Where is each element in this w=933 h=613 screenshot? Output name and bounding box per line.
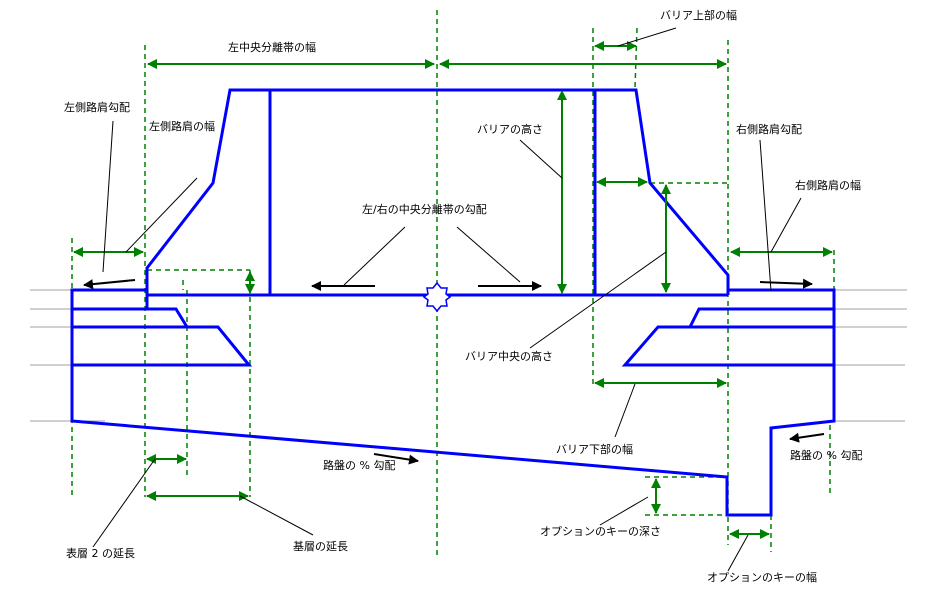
label-subgrade-slope-left: 路盤の % 勾配 [323,459,395,472]
star-marker-icon [422,281,452,313]
label-median-width-left: 左中央分離帯の幅 [228,40,316,54]
label-barrier-bottom-width: バリア下部の幅 [556,442,633,456]
leader-lines [92,27,802,572]
label-barrier-mid-height: バリア中央の高さ [465,349,553,363]
dimension-arrows [73,41,833,539]
slope-arrows [83,278,825,465]
arrow-icon [789,432,825,443]
barrier-structure [70,88,836,517]
label-right-shoulder-width: 右側路肩の幅 [795,178,861,192]
arrow-icon [373,453,419,465]
label-left-shoulder-slope: 左側路肩勾配 [64,100,130,114]
arrow-icon [83,279,136,290]
label-barrier-top-width: バリア上部の幅 [660,8,737,22]
label-left-shoulder-width: 左側路肩の幅 [149,119,215,133]
labels: 左中央分離帯の幅 バリア上部の幅 左側路肩勾配 左側路肩の幅 バリアの高さ 右側… [64,8,862,584]
barrier-outline [145,88,730,295]
ground-lines [30,289,907,422]
left-layers [70,268,836,517]
label-subgrade-slope-right: 路盤の % 勾配 [790,449,862,462]
label-median-slope: 左/右の中央分離帯の勾配 [362,202,487,216]
label-key-width: オプションのキーの幅 [707,571,817,584]
arrow-icon [759,278,813,289]
label-right-shoulder-slope: 右側路肩勾配 [736,122,802,136]
guide-lines [71,10,835,555]
label-base-extension: 基層の延長 [293,540,348,553]
label-barrier-height: バリアの高さ [477,122,543,136]
label-surface2-extension: 表層 2 の延長 [66,546,135,560]
label-key-depth: オプションのキーの深さ [540,525,661,538]
